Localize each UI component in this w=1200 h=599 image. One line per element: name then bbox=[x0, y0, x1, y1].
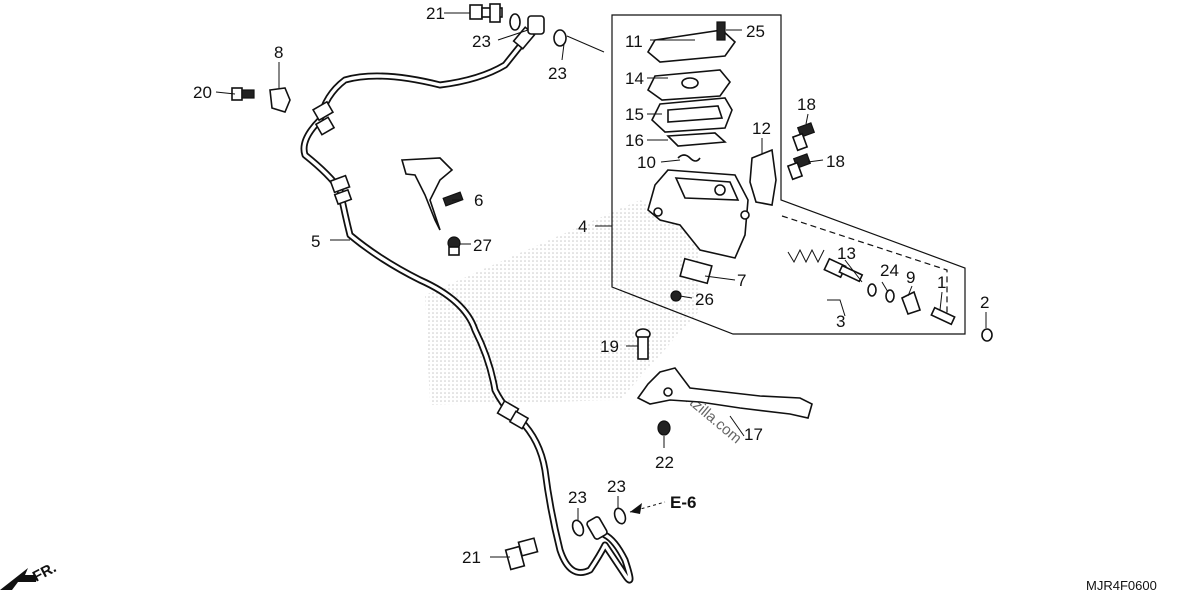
leader-lines bbox=[215, 12, 987, 558]
banjo-bolt-bottom bbox=[504, 537, 539, 571]
callout-27: 27 bbox=[473, 236, 492, 255]
clamp-8 bbox=[269, 87, 291, 113]
banjo-fitting-top bbox=[527, 15, 545, 35]
callout-14: 14 bbox=[625, 69, 644, 88]
washer-bottom-2 bbox=[613, 507, 627, 525]
watermark-shading bbox=[425, 200, 700, 405]
callout-9: 9 bbox=[906, 268, 915, 287]
master-cylinder-body bbox=[647, 169, 750, 259]
clutch-lever-17 bbox=[636, 367, 813, 419]
callout-12: 12 bbox=[752, 119, 771, 138]
bolt-27 bbox=[447, 236, 461, 256]
screw-26 bbox=[670, 290, 682, 302]
callout-15: 15 bbox=[625, 105, 644, 124]
spring bbox=[787, 248, 825, 264]
callout-23-a: 23 bbox=[472, 32, 491, 51]
callout-21-bottom: 21 bbox=[462, 548, 481, 567]
gasket-16 bbox=[666, 132, 727, 147]
circlip-24 bbox=[885, 289, 895, 303]
callout-6: 6 bbox=[474, 191, 483, 210]
callout-4: 4 bbox=[578, 217, 587, 236]
pivot-bolt-19 bbox=[635, 328, 651, 360]
reference-arrow-icon bbox=[629, 501, 666, 514]
callout-1: 1 bbox=[937, 273, 946, 292]
banjo-bolt-top bbox=[469, 3, 503, 23]
callout-19: 19 bbox=[600, 337, 619, 356]
washer-13 bbox=[867, 283, 877, 297]
callout-17: 17 bbox=[744, 425, 763, 444]
callout-18-top: 18 bbox=[797, 95, 816, 114]
callout-10: 10 bbox=[637, 153, 656, 172]
cap-2 bbox=[981, 328, 993, 342]
washer-bottom-1 bbox=[571, 519, 585, 537]
clip-10 bbox=[677, 154, 701, 162]
direction-arrow-icon bbox=[0, 568, 36, 590]
callout-25: 25 bbox=[746, 22, 765, 41]
piston bbox=[823, 257, 864, 283]
screw-25 bbox=[716, 21, 726, 41]
holder-12 bbox=[749, 148, 777, 206]
bolt-18-bottom bbox=[786, 153, 812, 181]
reference-label: E-6 bbox=[670, 493, 696, 512]
bolt-18-top bbox=[791, 122, 816, 152]
callout-23-c: 23 bbox=[568, 488, 587, 507]
plate-14 bbox=[646, 69, 732, 101]
callout-2: 2 bbox=[980, 293, 989, 312]
bolt-20 bbox=[231, 87, 255, 101]
washer-top-1 bbox=[509, 13, 521, 31]
callout-11: 11 bbox=[625, 32, 643, 51]
callout-8: 8 bbox=[274, 43, 283, 62]
callout-21-top: 21 bbox=[426, 4, 445, 23]
boot-9 bbox=[900, 290, 922, 316]
banjo-fitting-bottom bbox=[586, 516, 608, 540]
bolt-6 bbox=[442, 191, 464, 207]
washer-top-2 bbox=[553, 29, 567, 47]
callout-18-bottom: 18 bbox=[826, 152, 845, 171]
callout-23-b: 23 bbox=[548, 64, 567, 83]
callout-24: 24 bbox=[880, 261, 899, 280]
callout-23-d: 23 bbox=[607, 477, 626, 496]
master-cylinder-box bbox=[611, 14, 966, 335]
diaphragm-15 bbox=[651, 97, 733, 133]
bracket bbox=[400, 157, 454, 231]
switch-7 bbox=[679, 257, 713, 285]
nut-22 bbox=[657, 420, 671, 436]
callout-20: 20 bbox=[193, 83, 212, 102]
callout-3: 3 bbox=[836, 312, 845, 331]
callout-26: 26 bbox=[695, 290, 714, 309]
diagram-code: MJR4F0600 bbox=[1086, 578, 1157, 593]
callout-7: 7 bbox=[737, 271, 746, 290]
callout-16: 16 bbox=[625, 131, 644, 150]
callout-5: 5 bbox=[311, 232, 320, 251]
callout-22: 22 bbox=[655, 453, 674, 472]
callout-13: 13 bbox=[837, 244, 856, 263]
push-rod-1 bbox=[930, 306, 956, 326]
